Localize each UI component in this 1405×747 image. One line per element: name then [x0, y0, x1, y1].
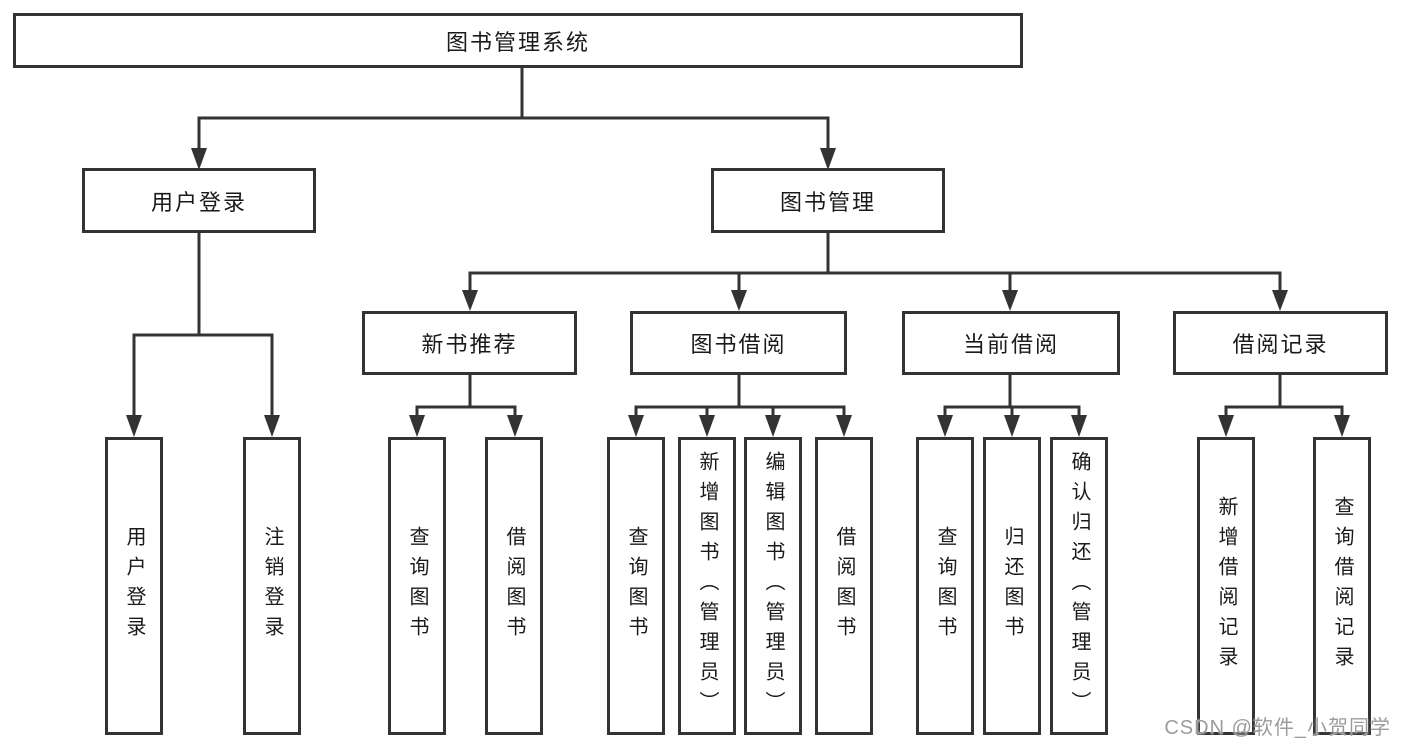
edge-group-borrow-record	[1224, 375, 1344, 417]
leaf-add-book-admin: 新增图书（管理员）	[678, 437, 736, 735]
csdn-watermark: CSDN @软件_小贺同学	[1164, 717, 1391, 739]
leaf-user-login: 用户登录	[105, 437, 163, 735]
arrowhead	[1272, 290, 1288, 311]
arrowhead	[1071, 415, 1087, 437]
edge-group-current-borrow	[943, 375, 1081, 417]
edge-group-new-book	[415, 375, 517, 417]
node-user-login: 用户登录	[82, 168, 316, 233]
leaf-confirm-return-admin: 确认归还（管理员）	[1050, 437, 1108, 735]
leaf-logout: 注销登录	[243, 437, 301, 735]
arrowhead	[699, 415, 715, 437]
arrowhead	[1334, 415, 1350, 437]
arrowhead	[731, 290, 747, 311]
arrowhead	[264, 415, 280, 437]
leaf-borrow-book-recommend: 借阅图书	[485, 437, 543, 735]
leaf-query-borrow-record: 查询借阅记录	[1313, 437, 1371, 735]
edge-group-root	[197, 66, 830, 150]
arrowhead	[1002, 290, 1018, 311]
leaf-query-book-borrow: 查询图书	[607, 437, 665, 735]
arrowhead	[191, 148, 207, 170]
arrowhead	[836, 415, 852, 437]
arrowhead	[1004, 415, 1020, 437]
arrowhead	[628, 415, 644, 437]
edge-group-book-borrow	[634, 375, 846, 417]
leaf-edit-book-admin: 编辑图书（管理员）	[744, 437, 802, 735]
leaf-add-borrow-record: 新增借阅记录	[1197, 437, 1255, 735]
node-new-book-recommend: 新书推荐	[362, 311, 577, 375]
leaf-query-book-current: 查询图书	[916, 437, 974, 735]
arrowhead	[1218, 415, 1234, 437]
leaf-borrow-book: 借阅图书	[815, 437, 873, 735]
node-library-system: 图书管理系统	[13, 13, 1023, 68]
leaf-query-book-recommend: 查询图书	[388, 437, 446, 735]
node-book-management: 图书管理	[711, 168, 945, 233]
arrowhead	[126, 415, 142, 437]
arrowhead	[765, 415, 781, 437]
arrowhead	[937, 415, 953, 437]
arrowhead	[409, 415, 425, 437]
arrowhead	[507, 415, 523, 437]
node-book-borrow: 图书借阅	[630, 311, 847, 375]
arrowhead	[462, 290, 478, 311]
edge-group-user-login	[132, 233, 274, 417]
arrowhead	[820, 148, 836, 170]
edge-group-book-mgmt	[468, 233, 1282, 292]
node-borrow-record: 借阅记录	[1173, 311, 1388, 375]
node-current-borrow: 当前借阅	[902, 311, 1120, 375]
leaf-return-book: 归还图书	[983, 437, 1041, 735]
